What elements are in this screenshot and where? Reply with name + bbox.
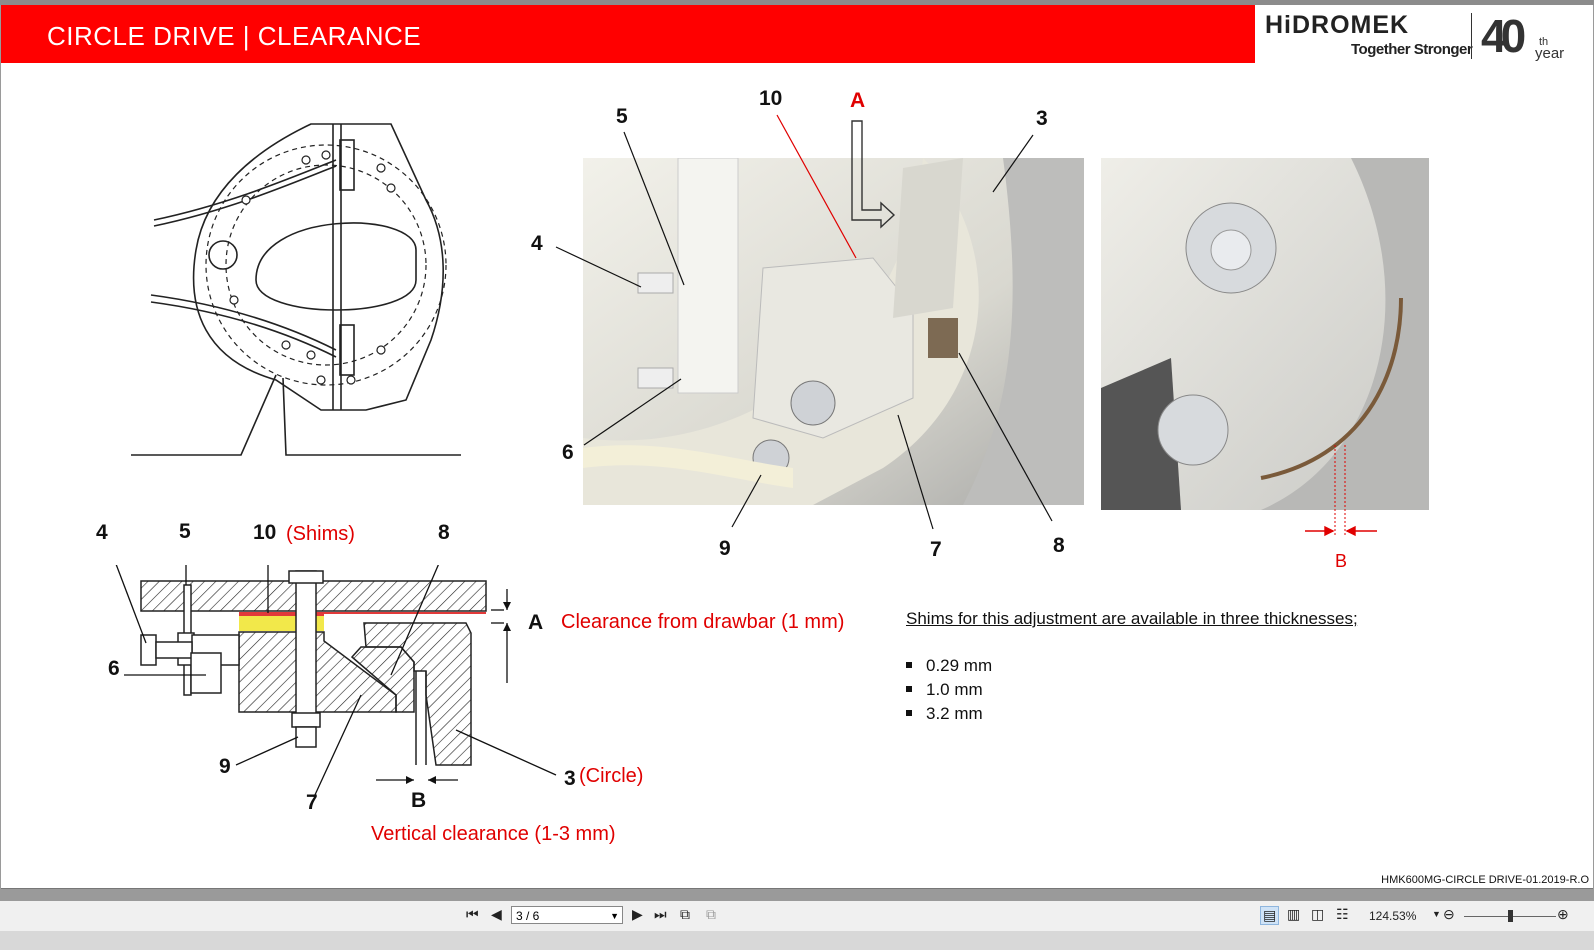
logo-anniversary: 40 <box>1481 10 1526 62</box>
logo-divider <box>1471 13 1472 59</box>
photo-label-3: 3 <box>1036 107 1048 130</box>
shim-thickness-value: 3.2 mm <box>926 704 983 723</box>
page-number-input[interactable]: 3 / 6 ▼ <box>511 906 623 924</box>
photo-label-10: 10 <box>759 87 783 110</box>
photo-label-9: 9 <box>719 537 731 560</box>
page-title: CIRCLE DRIVE | CLEARANCE <box>47 21 422 51</box>
section-label-6: 6 <box>108 657 120 680</box>
section-label-3: 3 <box>564 767 576 790</box>
photo-label-4: 4 <box>531 232 543 255</box>
photo-callout-lines <box>555 114 1377 537</box>
rotate-view-icon[interactable]: ⧉ <box>680 906 690 922</box>
document-page: CIRCLE DRIVE | CLEARANCE HiDROMEK Togeth… <box>1 5 1593 889</box>
zoom-out-icon[interactable]: ⊖ <box>1443 906 1455 922</box>
logo-tagline: Together Stronger <box>1351 41 1473 58</box>
page-number-value: 3 / 6 <box>516 909 540 923</box>
shim-thickness-value: 0.29 mm <box>926 656 993 675</box>
extract-page-icon[interactable]: ⧉ <box>706 906 716 922</box>
zoom-dropdown-icon[interactable]: ▼ <box>1432 909 1441 919</box>
photo-label-5: 5 <box>616 105 628 128</box>
photo-label-a: A <box>850 89 866 112</box>
continuous-view-icon[interactable]: ▥ <box>1287 906 1301 922</box>
section-label-9: 9 <box>219 755 231 778</box>
photo-label-7: 7 <box>930 538 942 561</box>
shims-info-title: Shims for this adjustment are available … <box>906 609 1358 628</box>
section-label-7: 7 <box>306 791 318 814</box>
section-label-a: A <box>528 611 544 634</box>
section-label-8: 8 <box>438 521 450 544</box>
clearance-section-diagram <box>115 565 557 798</box>
logo-unit: year <box>1535 45 1565 62</box>
continuous-facing-view-icon[interactable]: ☷ <box>1336 906 1349 922</box>
hidromek-logo: HiDROMEK Together Stronger 40 th year <box>1263 7 1565 65</box>
shim-thickness-item: 1.0 mm <box>906 680 983 700</box>
window-top-strip <box>0 0 1594 5</box>
facing-view-icon[interactable]: ◫ <box>1311 906 1325 922</box>
section-label-5: 5 <box>179 520 191 543</box>
next-page-icon[interactable]: ▶ <box>632 906 643 922</box>
title-bar: CIRCLE DRIVE | CLEARANCE <box>1 5 1255 63</box>
document-id: HMK600MG-CIRCLE DRIVE-01.2019-R.O <box>1381 874 1589 886</box>
viewer-toolbar: ⏮ ◀ 3 / 6 ▼ ▶ ⏭ ⧉ ⧉ ▤ ▥ ◫ ☷ 124.53% ▼ ⊖ … <box>0 901 1594 931</box>
logo-brand: HiDROMEK <box>1265 11 1410 39</box>
circle-top-view-drawing <box>131 123 461 456</box>
zoom-level[interactable]: 124.53% <box>1369 909 1417 923</box>
section-label-shims: (Shims) <box>286 523 355 545</box>
photo-label-b: B <box>1335 551 1348 571</box>
circle-drive-photo-1 <box>583 158 1084 505</box>
section-label-4: 4 <box>96 521 108 544</box>
page-dropdown-icon[interactable]: ▼ <box>610 911 619 921</box>
shim-thickness-item: 3.2 mm <box>906 704 983 724</box>
zoom-in-icon[interactable]: ⊕ <box>1557 906 1569 922</box>
last-page-icon[interactable]: ⏭ <box>654 906 667 922</box>
logo-ordinal: th <box>1539 36 1549 48</box>
section-label-10: 10 <box>253 521 277 544</box>
single-page-view-icon[interactable]: ▤ <box>1260 906 1280 925</box>
section-label-circle: (Circle) <box>579 765 644 787</box>
circle-drive-photo-2 <box>1101 158 1429 510</box>
photo-label-8: 8 <box>1053 534 1065 557</box>
section-label-b: B <box>411 789 427 812</box>
shim-thickness-item: 0.29 mm <box>906 656 992 676</box>
shim-thickness-value: 1.0 mm <box>926 680 983 699</box>
zoom-slider-handle[interactable] <box>1508 910 1513 922</box>
photo-label-6: 6 <box>562 441 574 464</box>
previous-page-icon[interactable]: ◀ <box>491 906 502 922</box>
vertical-clearance-label: Vertical clearance (1-3 mm) <box>371 823 616 845</box>
first-page-icon[interactable]: ⏮ <box>466 906 479 922</box>
clearance-drawbar-label: Clearance from drawbar (1 mm) <box>561 611 845 633</box>
window-bottom-strip <box>0 931 1594 950</box>
